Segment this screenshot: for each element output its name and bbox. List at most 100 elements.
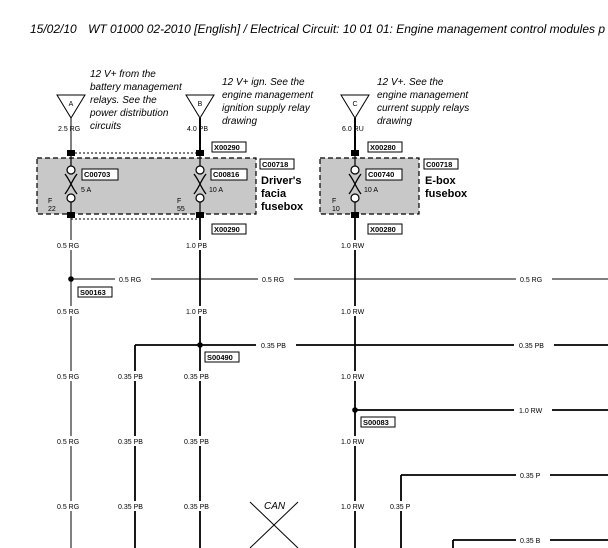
label-h1-right: 0.5 RG: [520, 277, 542, 284]
label-row2-c: 1.0 RW: [341, 374, 365, 381]
source-b-note-3: ignition supply relay: [222, 103, 311, 114]
ebox-top-connector: X00280: [370, 143, 396, 152]
splice-s00163: S00163: [80, 288, 106, 297]
source-b-triangle: [185, 94, 215, 119]
ebox-fusebox: X00280 X00280 C00718 E-box fusebox C0074…: [319, 141, 468, 235]
source-a-note-4: power distribution: [89, 108, 169, 119]
splice-s00490: S00490: [207, 353, 233, 362]
fuse-3-element-icon: [348, 173, 362, 195]
driver-fusebox: X00290 X00290 C00718 Driver's facia fuse…: [36, 141, 304, 235]
fuse-3-code-box: [365, 168, 403, 181]
splice-s00490-box: [204, 351, 240, 363]
driver-fusebox-title-2: facia: [261, 188, 287, 200]
fuse-c00740: C00740 10 A F 10: [332, 150, 403, 218]
driver-top-connector-box: [211, 141, 247, 153]
fuse-1-code-box: [81, 168, 119, 181]
ebox-bottom-connector-box: [367, 223, 403, 235]
driver-top-connector: X00290: [214, 143, 240, 152]
label-b-below-fuse: 1.0 PB: [186, 243, 207, 250]
fuse-1-bottom-terminal: [67, 212, 75, 218]
driver-fusebox-title-3: fusebox: [261, 201, 304, 213]
label-h5-right: 0.35 B: [520, 538, 541, 545]
fuse-3-top-terminal: [351, 150, 359, 156]
fuse-3-pin: 10: [332, 206, 340, 213]
label-row2-b: 0.35 PB: [184, 374, 209, 381]
ebox-fusebox-title-1: E-box: [425, 175, 456, 187]
label-row2-d: 0.35 PB: [118, 374, 143, 381]
splice-s00163-dot: [68, 276, 74, 282]
ebox-bottom-connector: X00280: [370, 225, 396, 234]
splice-s00163-box: [77, 286, 113, 298]
fuse-2-code: C00816: [213, 170, 239, 179]
fuse-1-top-terminal: [67, 150, 75, 156]
source-b-letter: B: [198, 101, 203, 108]
fuse-2-bottom-terminal: [196, 212, 204, 218]
fuse-2-top-terminal: [196, 150, 204, 156]
splice-s00083: S00083: [363, 418, 389, 427]
fuse-3-bottom-terminal: [351, 212, 359, 218]
source-c: C 6.0 RU 12 V+. See the engine managemen…: [340, 77, 469, 150]
fuse-2-amp: 10 A: [209, 187, 223, 194]
ebox-fusebox-code-box: [423, 158, 459, 170]
label-row3-b: 0.35 PB: [184, 439, 209, 446]
fuse-c00816: C00816 10 A F 55: [177, 150, 248, 218]
source-c-letter: C: [352, 101, 357, 108]
driver-fusebox-title-1: Driver's: [261, 175, 302, 187]
source-b-wire: 4.0 PB: [187, 126, 208, 133]
label-h1-left: 0.5 RG: [119, 277, 141, 284]
splice-s00083-dot: [352, 407, 358, 413]
label-row1-a: 0.5 RG: [57, 309, 79, 316]
fuse-3-amp: 10 A: [364, 187, 378, 194]
ebox-fusebox-body: [319, 157, 420, 215]
source-c-triangle: [340, 94, 370, 119]
source-a-wire: 2.5 RG: [58, 126, 80, 133]
fuse-c00703: C00703 5 A F 22: [48, 150, 119, 218]
fuse-1-element-icon: [64, 173, 78, 195]
ebox-fusebox-code: C00718: [426, 160, 452, 169]
source-a-letter: A: [69, 101, 74, 108]
source-a-note-2: battery management: [90, 82, 183, 93]
label-h4-right: 0.35 P: [520, 473, 541, 480]
label-row1-c: 1.0 RW: [341, 309, 365, 316]
can-wire-2: [249, 501, 299, 548]
fuse-3-code: C00740: [368, 170, 394, 179]
header-doc: WT 01000 02-2010 [English] / Electrical …: [88, 22, 606, 36]
fuse-3-pin-label: F: [332, 198, 336, 205]
fuse-2-code-box: [210, 168, 248, 181]
label-row3-d: 0.35 PB: [118, 439, 143, 446]
source-b-note-4: drawing: [222, 116, 257, 127]
source-c-note-4: drawing: [377, 116, 412, 127]
driver-fusebox-code: C00718: [262, 160, 288, 169]
label-row4-d: 0.35 PB: [118, 504, 143, 511]
ebox-top-connector-box: [367, 141, 403, 153]
label-row1-b: 1.0 PB: [186, 309, 207, 316]
source-c-note-2: engine management: [377, 90, 469, 101]
label-row4-a: 0.5 RG: [57, 504, 79, 511]
fuse-2-pin-label: F: [177, 198, 181, 205]
source-a-triangle: [56, 94, 86, 119]
fuse-1-pin-label: F: [48, 198, 52, 205]
source-a: A 2.5 RG 12 V+ from the battery manageme…: [56, 69, 183, 150]
label-row3-a: 0.5 RG: [57, 439, 79, 446]
label-a-below-fuse: 0.5 RG: [57, 243, 79, 250]
label-row3-c: 1.0 RW: [341, 439, 365, 446]
label-row2-a: 0.5 RG: [57, 374, 79, 381]
driver-bottom-connector: X00290: [214, 225, 240, 234]
fuse-1-amp: 5 A: [81, 187, 91, 194]
can-label: CAN: [264, 501, 286, 512]
splice-s00490-dot: [197, 342, 203, 348]
source-b-note-2: engine management: [222, 90, 314, 101]
header-date: 15/02/10: [30, 22, 77, 36]
label-h2-right: 0.35 PB: [519, 343, 544, 350]
fuse-2-element-icon: [193, 173, 207, 195]
driver-bottom-connector-box: [211, 223, 247, 235]
vertical-wires: [70, 218, 454, 548]
label-h2-mid: 0.35 PB: [261, 343, 286, 350]
fuse-1-code: C00703: [84, 170, 110, 179]
label-row4-c: 1.0 RW: [341, 504, 365, 511]
source-c-wire: 6.0 RU: [342, 126, 364, 133]
fuse-1-pin: 22: [48, 206, 56, 213]
source-a-note-5: circuits: [90, 121, 121, 132]
source-a-note-3: relays. See the: [90, 95, 157, 106]
